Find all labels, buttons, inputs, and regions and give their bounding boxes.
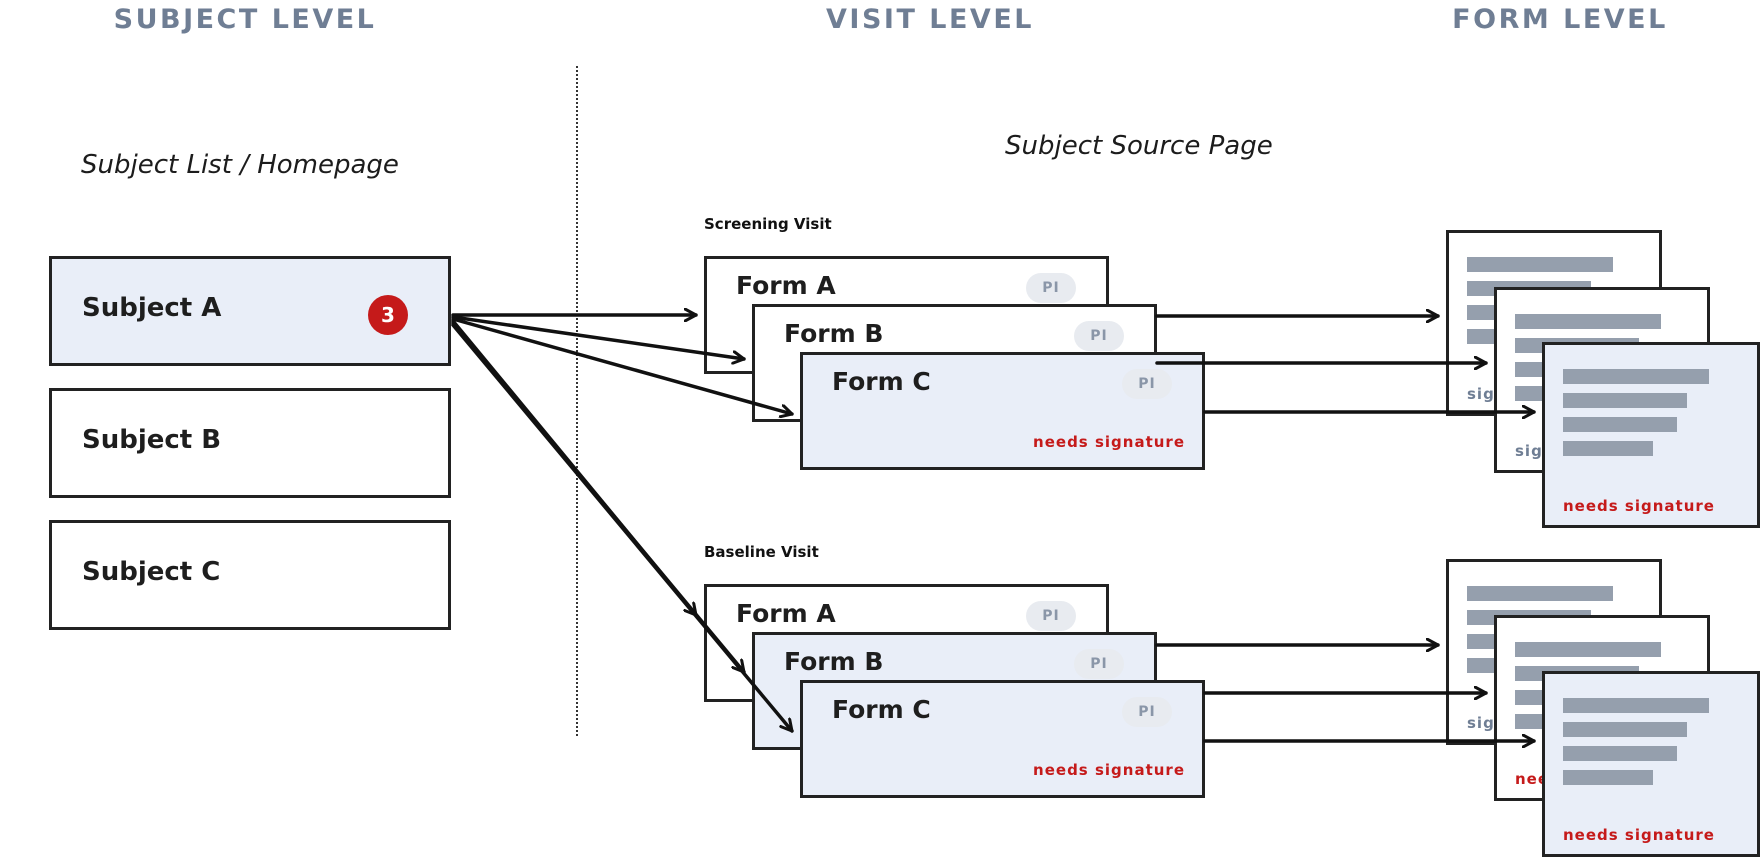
baseline-form-c[interactable]: Form C PI needs signature — [800, 680, 1205, 798]
form-name: Form C — [832, 367, 931, 396]
screening-form-c-document[interactable]: needs signature — [1542, 342, 1760, 528]
form-name: Form A — [736, 599, 836, 628]
subject-c-name: Subject C — [82, 557, 221, 587]
needs-signature-status: needs signature — [1033, 433, 1185, 451]
text-line — [1563, 417, 1677, 432]
subject-level-heading: SUBJECT LEVEL — [113, 4, 377, 35]
pi-tag: PI — [1026, 601, 1076, 631]
screening-visit-label: Screening Visit — [704, 215, 832, 233]
pi-tag: PI — [1026, 273, 1076, 303]
text-line — [1563, 722, 1687, 737]
signature-note-partial: sig — [1467, 714, 1495, 732]
subject-a-card[interactable]: Subject A 3 — [49, 256, 451, 366]
form-level-heading: FORM LEVEL — [1452, 4, 1668, 35]
pi-tag: PI — [1122, 697, 1172, 727]
text-line — [1563, 770, 1653, 785]
screening-form-c[interactable]: Form C PI needs signature — [800, 352, 1205, 470]
subject-a-count-badge: 3 — [368, 295, 408, 335]
text-line — [1467, 257, 1613, 272]
text-line — [1515, 642, 1661, 657]
subject-b-card[interactable]: Subject B — [49, 388, 451, 498]
needs-signature-status: needs signature — [1563, 826, 1715, 844]
form-name: Form A — [736, 271, 836, 300]
text-line — [1563, 698, 1709, 713]
level-divider — [576, 66, 578, 736]
subject-b-name: Subject B — [82, 425, 222, 455]
pi-tag: PI — [1122, 369, 1172, 399]
subject-a-name: Subject A — [82, 293, 222, 323]
pi-tag: PI — [1074, 649, 1124, 679]
text-line — [1563, 746, 1677, 761]
form-name: Form B — [784, 647, 884, 676]
pi-tag: PI — [1074, 321, 1124, 351]
needs-signature-status: needs signature — [1033, 761, 1185, 779]
visit-level-heading: VISIT LEVEL — [826, 4, 1034, 35]
subject-source-page-title: Subject Source Page — [1005, 131, 1273, 161]
signature-note-partial: sig — [1515, 442, 1543, 460]
text-line — [1515, 314, 1661, 329]
baseline-visit-label: Baseline Visit — [704, 543, 819, 561]
text-line — [1563, 441, 1653, 456]
subject-c-card[interactable]: Subject C — [49, 520, 451, 630]
signature-note-partial: sig — [1467, 385, 1495, 403]
needs-signature-status: needs signature — [1563, 497, 1715, 515]
subject-list-title: Subject List / Homepage — [81, 150, 399, 180]
needs-signature-partial: nee — [1515, 770, 1550, 788]
form-name: Form B — [784, 319, 884, 348]
arrow-subject-a-to-screening-form-b — [451, 315, 746, 359]
arrow-subject-a-to-screening-form-c — [451, 317, 794, 414]
text-line — [1563, 393, 1687, 408]
arrow-subject-a-to-baseline-form-c — [451, 323, 794, 733]
text-line — [1563, 369, 1709, 384]
text-line — [1467, 586, 1613, 601]
form-name: Form C — [832, 695, 931, 724]
baseline-form-c-document[interactable]: needs signature — [1542, 671, 1760, 857]
